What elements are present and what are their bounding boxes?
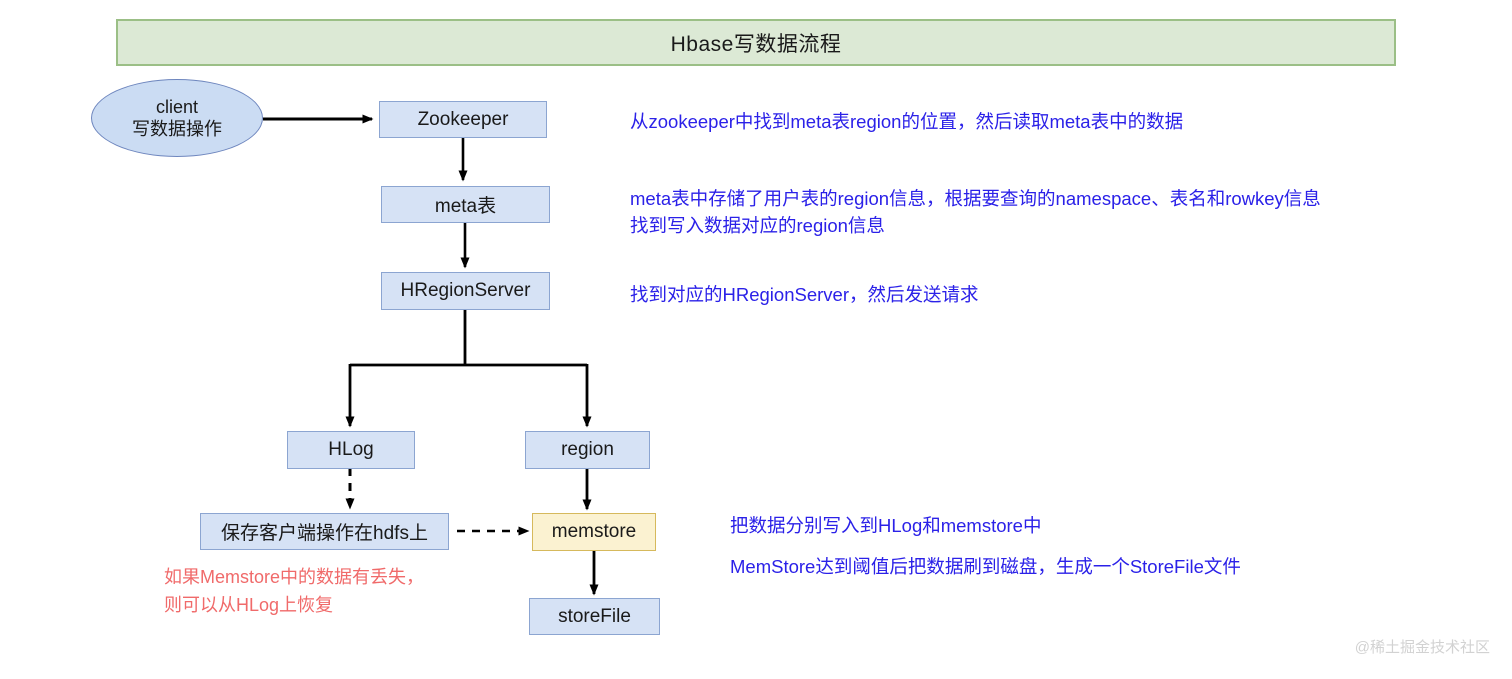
node-zookeeper-label: Zookeeper [417,108,509,130]
node-hlog[interactable]: HLog [287,431,415,469]
node-memstore-label: memstore [551,521,637,542]
node-region[interactable]: region [525,431,650,469]
node-region-label: region [561,439,614,460]
page-title: Hbase写数据流程 [670,32,842,56]
annotation-hlog-recovery-line1: 如果Memstore中的数据有丢失， [164,567,425,587]
node-hdfs-persist-label: 保存客户端操作在hdfs上 [221,523,428,544]
node-hlog-label: HLog [328,439,374,460]
node-memstore[interactable]: memstore [532,513,656,551]
node-hdfs-persist[interactable]: 保存客户端操作在hdfs上 [200,513,449,550]
annotation-hregionserver: 找到对应的HRegionServer，然后发送请求 [630,284,979,305]
node-storefile-label: storeFile [558,605,631,627]
node-client-line2: 写数据操作 [132,119,222,139]
node-client-line1: client [155,96,199,117]
watermark: @稀土掘金技术社区 [1354,639,1490,656]
node-hregionserver-label: HRegionServer [400,280,531,301]
node-meta-table-label: meta表 [434,196,497,217]
node-storefile[interactable]: storeFile [529,598,660,635]
annotation-zookeeper: 从zookeeper中找到meta表region的位置，然后读取meta表中的数… [630,111,1184,132]
node-meta-table[interactable]: meta表 [381,186,550,223]
annotation-hlog-recovery-line2: 则可以从HLog上恢复 [164,595,334,615]
annotation-meta-line2: 找到写入数据对应的region信息 [630,215,885,236]
diagram-title-banner: Hbase写数据流程 [116,19,1396,66]
annotation-memstore-write: 把数据分别写入到HLog和memstore中 [730,515,1042,536]
edge-hregionserver-bus [350,309,587,367]
node-hregionserver[interactable]: HRegionServer [381,272,550,310]
node-client[interactable]: client 写数据操作 [91,79,263,157]
node-zookeeper[interactable]: Zookeeper [379,101,547,138]
annotation-meta-line1: meta表中存储了用户表的region信息，根据要查询的namespace、表名… [630,188,1321,209]
annotation-storefile-flush: MemStore达到阈值后把数据刷到磁盘，生成一个StoreFile文件 [730,556,1241,577]
